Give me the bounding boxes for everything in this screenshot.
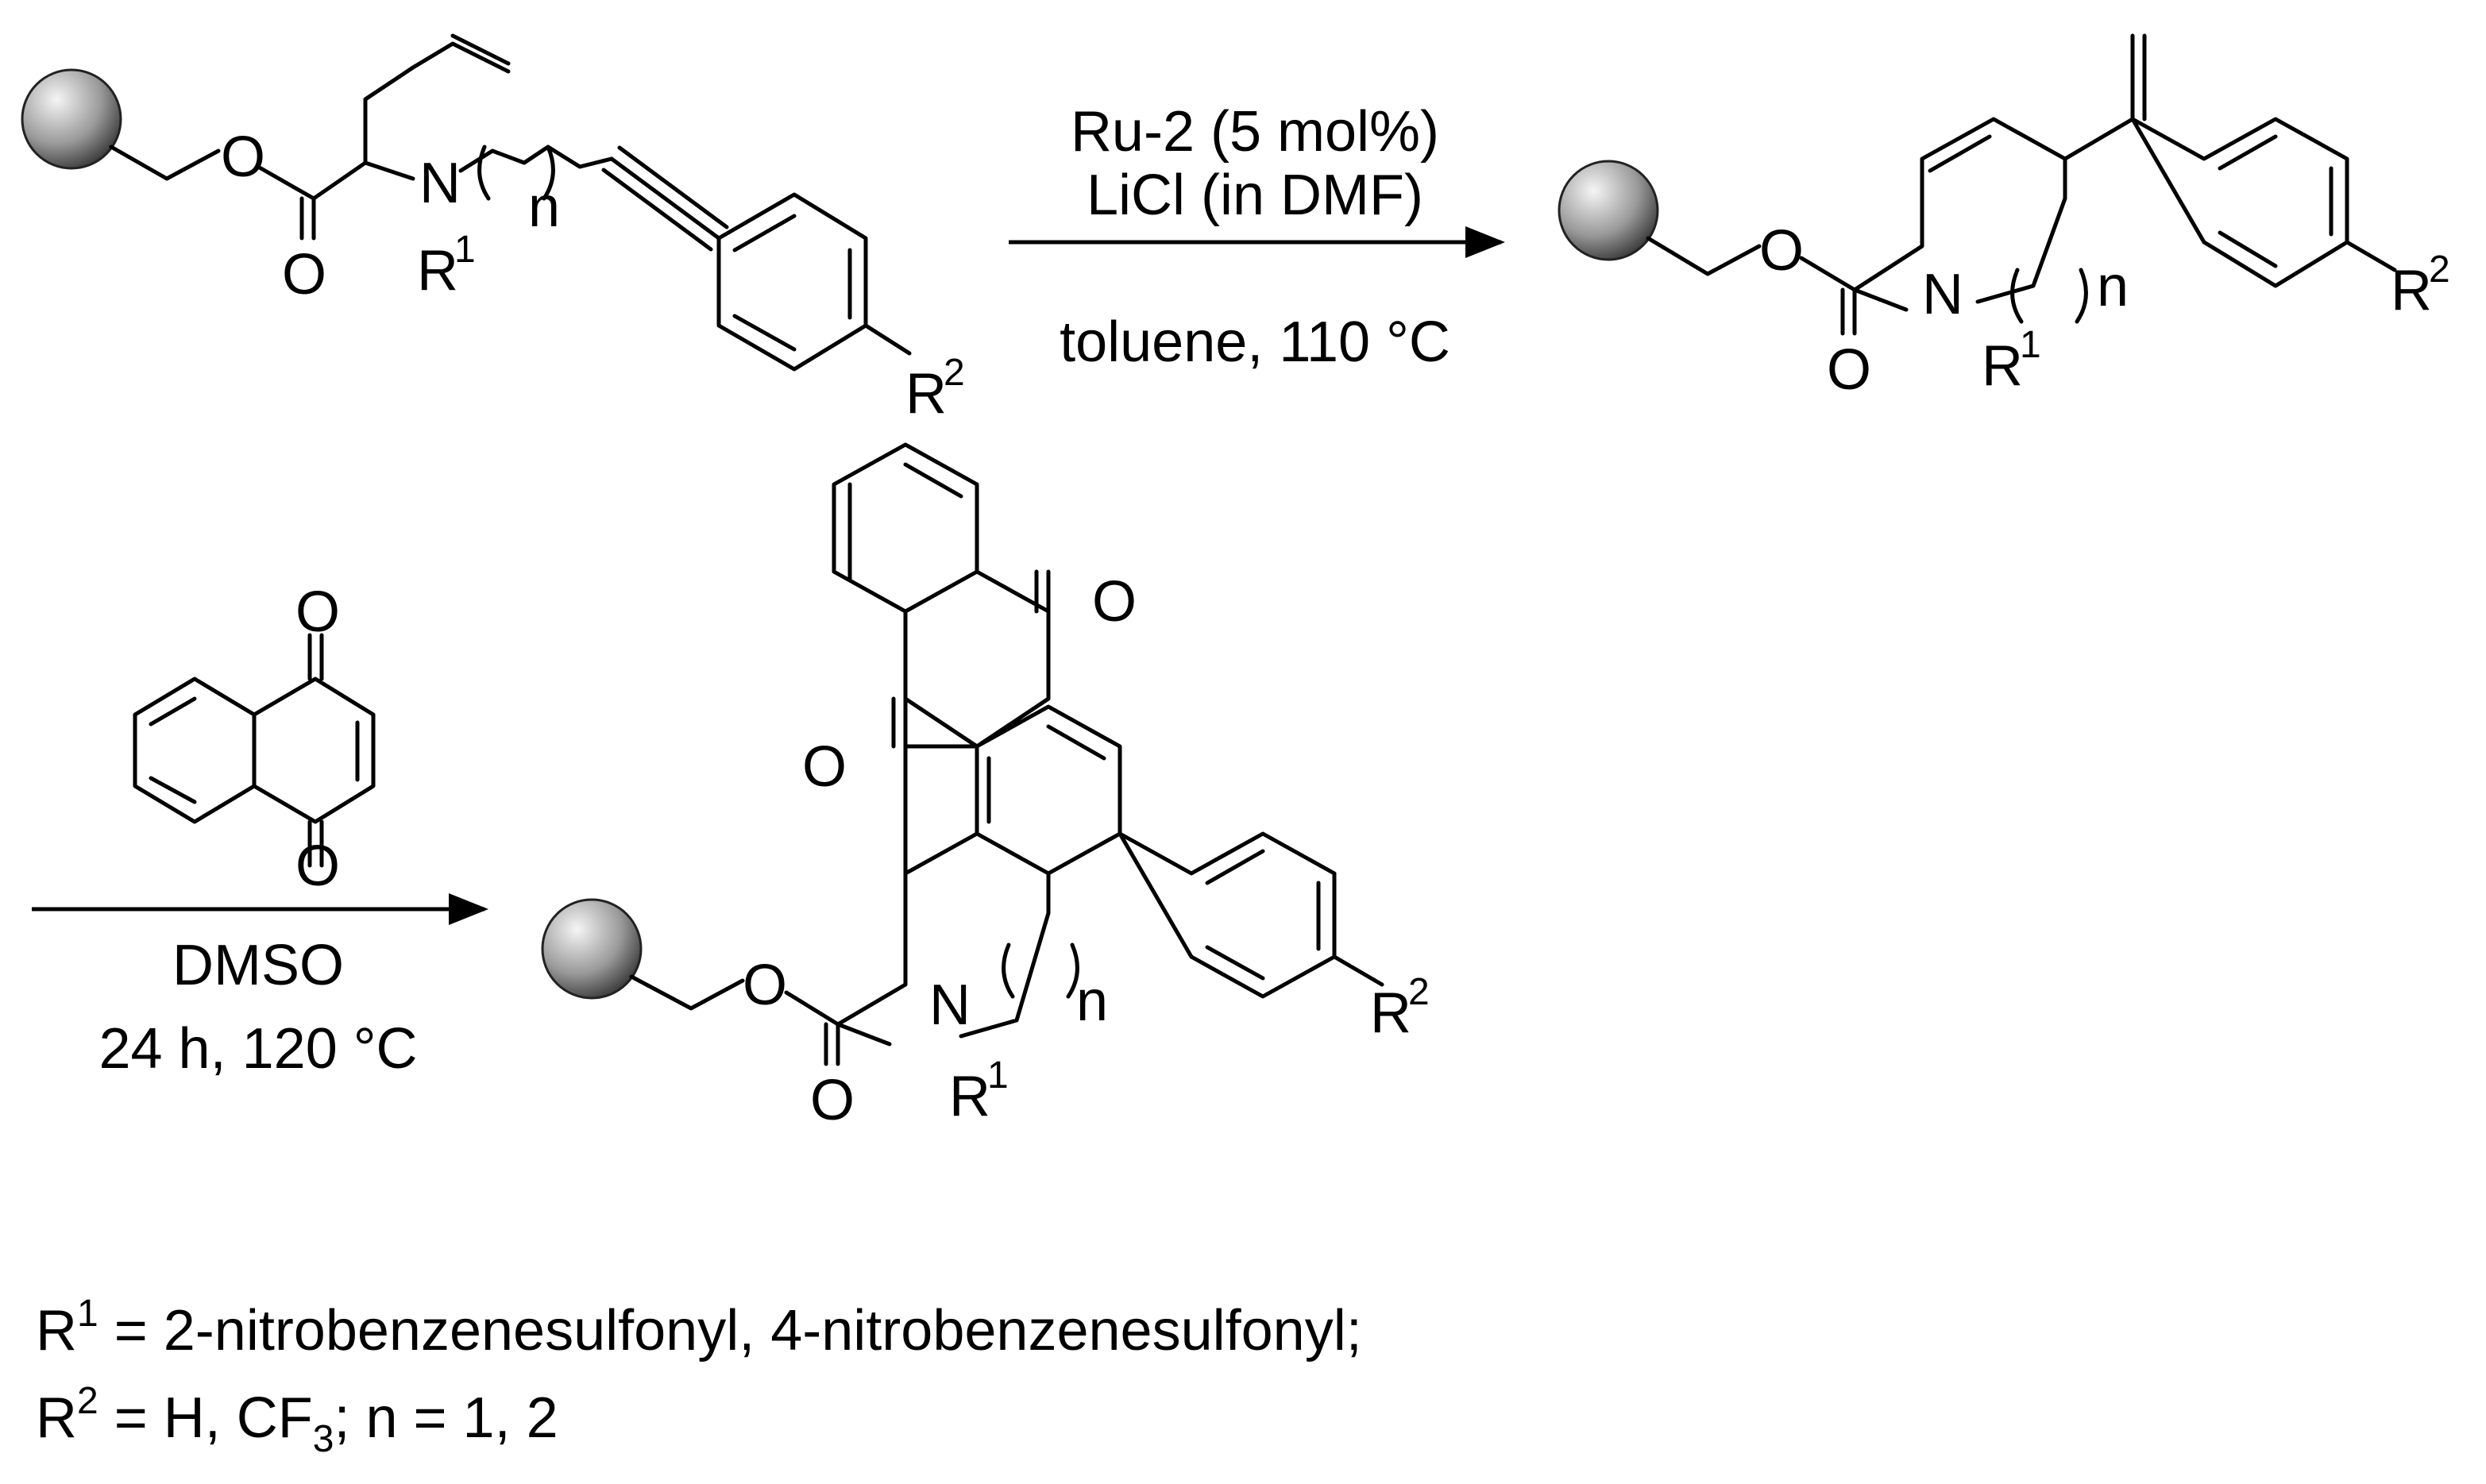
prod-carbonyl-o: O (810, 1069, 855, 1132)
sm-ester-o: O (221, 125, 265, 189)
int-bonds (1646, 33, 2397, 336)
int-ester-o: O (1759, 219, 1804, 283)
sm-bonds (109, 33, 614, 241)
legend-r1: R1 = 2-nitrobenzenesulfonyl, 4-nitrobenz… (36, 1293, 1362, 1363)
prod-bonds (629, 442, 1384, 1066)
legend-r2: R2 = H, CF3; n = 1, 2 (36, 1380, 558, 1460)
int-carbonyl-o: O (1827, 338, 1871, 402)
int-r-label: R (1982, 334, 2023, 398)
sm-r-label: R (417, 239, 458, 303)
reaction-arrow-2: DMSO 24 h, 120 °C (32, 893, 488, 1081)
int-n-index: n (2097, 255, 2129, 318)
prod-r2-sup: 2 (1408, 971, 1430, 1013)
int-paren (2010, 268, 2088, 324)
prod-r-sup: 1 (987, 1054, 1009, 1097)
prod-paren (1002, 942, 1079, 999)
resin-bead-1 (21, 68, 122, 170)
sm-r-sup: 1 (454, 229, 476, 271)
int-nitrogen: N (1922, 263, 1963, 326)
starting-material: O O N n R 1 R 2 (21, 33, 965, 426)
sm-carbonyl-o: O (282, 243, 326, 306)
int-r2-label: R (2391, 259, 2432, 322)
prod-r-label: R (949, 1065, 990, 1128)
resin-bead-2 (1558, 160, 1659, 261)
sm-r2-sup: 2 (944, 352, 965, 394)
sm-paren (477, 145, 555, 201)
arrow-1-condition: toluene, 110 °C (1060, 310, 1450, 374)
nq-o-bottom: O (295, 835, 340, 898)
sm-nitrogen: N (419, 152, 461, 215)
substituent-legend: R1 = 2-nitrobenzenesulfonyl, 4-nitrobenz… (36, 1293, 1362, 1460)
intermediate-diene: O O N n R 1 R 2 (1558, 33, 2450, 402)
resin-bead-3 (541, 898, 643, 1000)
nq-o-top: O (295, 580, 340, 644)
sm-alkyne (601, 145, 729, 252)
arrow-2-condition: 24 h, 120 °C (98, 1017, 417, 1081)
arrow-1-reagent-1: Ru-2 (5 mol%) (1071, 100, 1439, 164)
sm-arene (716, 192, 912, 372)
prod-quinone-o-left: O (802, 735, 847, 799)
arrow-2-solvent: DMSO (172, 934, 344, 997)
nq-bonds (133, 633, 376, 868)
prod-r2-label: R (1370, 981, 1411, 1045)
prod-nitrogen: N (929, 973, 971, 1037)
sm-n-index: n (528, 175, 560, 239)
naphthoquinone-reagent: O O (133, 580, 376, 898)
reaction-arrow-1: Ru-2 (5 mol%) LiCl (in DMF) toluene, 110… (1009, 100, 1505, 374)
sm-r2-label: R (905, 362, 947, 426)
prod-ester-o: O (743, 954, 787, 1017)
arrow-1-reagent-2: LiCl (in DMF) (1087, 164, 1423, 227)
int-r2-sup: 2 (2429, 249, 2450, 291)
prod-n-index: n (1076, 969, 1108, 1033)
prod-quinone-o-right: O (1092, 570, 1137, 634)
int-r-sup: 1 (2020, 324, 2041, 366)
product-anthraquinone: O O N n R 1 O O R 2 (541, 442, 1430, 1132)
